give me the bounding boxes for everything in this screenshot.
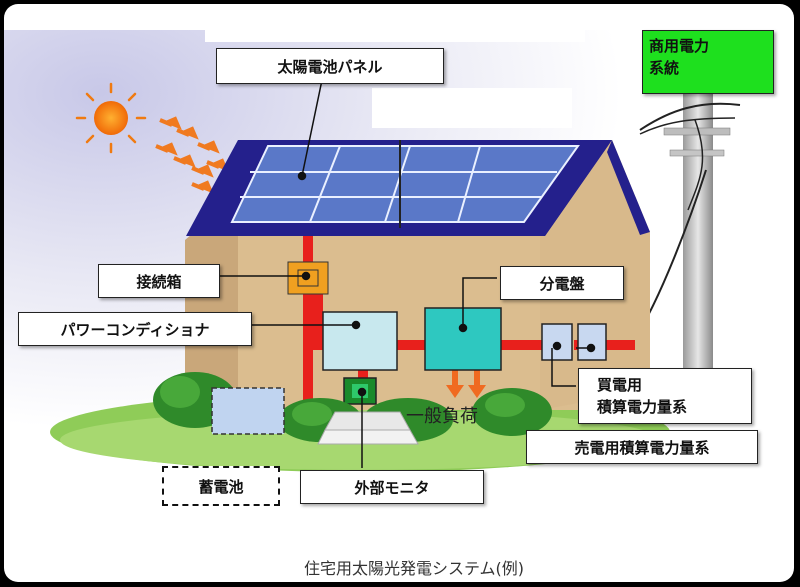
distribution-board-label: 分電盤: [500, 266, 624, 300]
utility-pole: [633, 88, 741, 388]
general-load-arrows-icon: [446, 365, 486, 398]
purchase-meter-label: 買電用 積算電力量系: [578, 368, 752, 424]
diagram-card: 太陽電池パネル 商用電力 系統 接続箱 分電盤 パワーコンディショナ 買電用 積…: [4, 4, 794, 582]
solar-panel-label: 太陽電池パネル: [216, 48, 444, 84]
sale-meter-icon: [541, 323, 573, 361]
battery-icon: [211, 387, 285, 435]
grid-label-line2: 系統: [649, 59, 680, 77]
purchase-meter-label-line1: 買電用: [597, 376, 643, 394]
battery-label: 蓄電池: [162, 466, 280, 506]
power-conditioner-icon: [322, 311, 398, 371]
purchase-meter-label-line2: 積算電力量系: [597, 398, 688, 416]
power-conditioner-label: パワーコンディショナ: [18, 312, 252, 346]
junction-box-label: 接続箱: [98, 264, 220, 298]
house-scene: [4, 30, 741, 472]
sale-meter-label: 売電用積算電力量系: [526, 430, 758, 464]
sun-icon: [75, 82, 147, 154]
leader-lines: [216, 79, 596, 468]
purchase-meter-icon: [577, 323, 607, 361]
general-load-label: 一般負荷: [406, 406, 478, 427]
diagram-caption: 住宅用太陽光発電システム(例): [304, 559, 525, 578]
grid-label: 商用電力 系統: [642, 30, 774, 94]
external-monitor-label: 外部モニタ: [300, 470, 484, 504]
grid-label-line1: 商用電力: [649, 37, 710, 55]
solar-panel-array: [230, 140, 580, 228]
sunlight-arrows-icon: [155, 116, 229, 194]
